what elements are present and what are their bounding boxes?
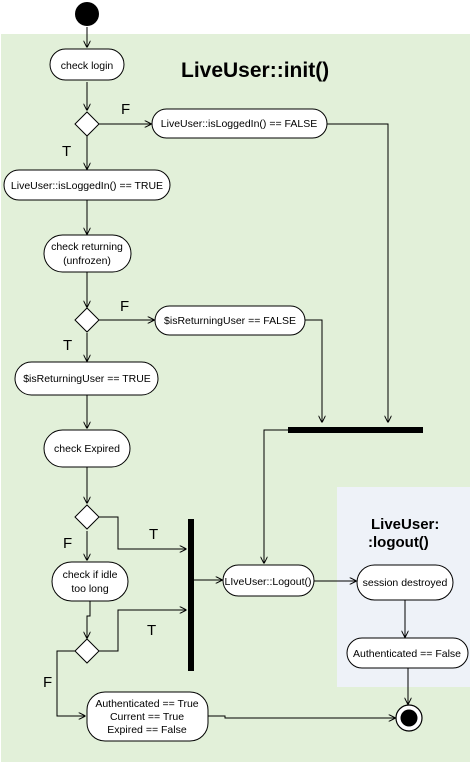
- svg-text:check Expired: check Expired: [54, 443, 120, 455]
- svg-text:check returning: check returning: [51, 241, 123, 253]
- decision-returning: [74, 307, 100, 333]
- guard-label-d4-false: F: [43, 674, 52, 691]
- svg-text:check login: check login: [61, 60, 114, 72]
- node-check-returning: check returning (unfrozen): [43, 234, 132, 273]
- node-logout-call: LIveUser::Logout(): [222, 564, 315, 597]
- decision-expired: [74, 504, 100, 530]
- guard-label-d3-true: T: [149, 526, 158, 543]
- svg-text:(unfrozen): (unfrozen): [63, 255, 111, 267]
- node-check-idle: check if idle too long: [51, 561, 129, 602]
- svg-text:Authenticated == True: Authenticated == True: [95, 698, 198, 710]
- decision-idle: [74, 638, 100, 664]
- logout-title-line2: :logout(): [368, 534, 429, 551]
- start-node: [75, 2, 99, 26]
- node-auth-false: Authenticated == False: [346, 637, 469, 669]
- join-bar-top: [288, 427, 423, 433]
- svg-text:LiveUser::isLoggedIn() == TRUE: LiveUser::isLoggedIn() == TRUE: [11, 180, 163, 192]
- svg-text:Authenticated == False: Authenticated == False: [353, 648, 461, 660]
- svg-text:Expired == False: Expired == False: [107, 724, 187, 736]
- svg-text:session destroyed: session destroyed: [363, 577, 448, 589]
- decision-logged-in: [74, 111, 100, 137]
- end-node: [395, 704, 423, 732]
- node-is-logged-in-false: LiveUser::isLoggedIn() == FALSE: [151, 108, 328, 139]
- guard-label-d1-false: F: [121, 101, 130, 118]
- svg-text:Current == True: Current == True: [110, 711, 184, 723]
- guard-label-d4-true: T: [147, 622, 156, 639]
- svg-text:check if idle: check if idle: [63, 569, 118, 581]
- svg-text:too long: too long: [71, 583, 109, 595]
- svg-text:LIveUser::Logout(): LIveUser::Logout(): [225, 576, 312, 588]
- node-final-state: Authenticated == True Current == True Ex…: [86, 691, 209, 742]
- node-session-destroyed: session destroyed: [356, 564, 454, 601]
- svg-text:$isReturningUser == FALSE: $isReturningUser == FALSE: [164, 315, 296, 327]
- node-is-returning-true: $isReturningUser == TRUE: [14, 361, 159, 396]
- guard-label-d1-true: T: [62, 143, 71, 160]
- node-check-login: check login: [49, 48, 125, 81]
- svg-text:LiveUser::isLoggedIn() == FALS: LiveUser::isLoggedIn() == FALSE: [161, 118, 317, 130]
- node-is-returning-false: $isReturningUser == FALSE: [154, 305, 306, 336]
- node-check-expired: check Expired: [43, 429, 131, 468]
- node-is-logged-in-true: LiveUser::isLoggedIn() == TRUE: [3, 169, 171, 201]
- guard-label-d3-false: F: [63, 535, 72, 552]
- svg-text:$isReturningUser == TRUE: $isReturningUser == TRUE: [23, 373, 151, 385]
- edges: [56, 27, 408, 718]
- join-bar-side: [188, 519, 194, 671]
- logout-title-line1: LiveUser:: [371, 516, 439, 533]
- init-title: LiveUser::init(): [181, 59, 329, 82]
- guard-label-d2-true: T: [63, 337, 72, 354]
- guard-label-d2-false: F: [120, 298, 129, 315]
